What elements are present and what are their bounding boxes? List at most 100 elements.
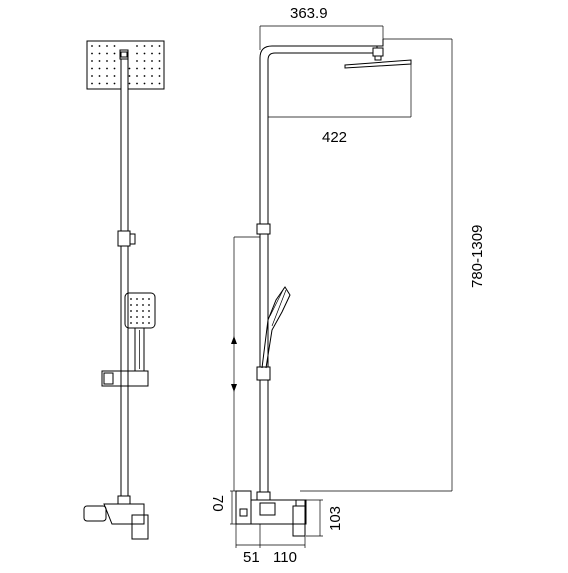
nozzle-dot bbox=[158, 52, 161, 55]
down-arrow bbox=[231, 384, 237, 392]
front-mixer-handle bbox=[131, 514, 149, 540]
side-hand-shower bbox=[261, 286, 291, 369]
nozzle-dot bbox=[106, 60, 108, 62]
front-adjuster-knob bbox=[129, 233, 136, 245]
front-view bbox=[83, 40, 165, 540]
nozzle-dot bbox=[128, 67, 131, 70]
side-overhead-shower-head bbox=[344, 59, 412, 69]
nozzle-dot bbox=[136, 298, 138, 300]
nozzle-dot bbox=[106, 67, 108, 70]
nozzle-dot bbox=[136, 45, 138, 47]
nozzle-dot bbox=[113, 75, 116, 77]
dim-spout-length: 110 bbox=[273, 549, 297, 566]
nozzle-dot bbox=[98, 67, 101, 70]
nozzle-dot bbox=[98, 52, 101, 55]
nozzle-dot bbox=[142, 316, 144, 318]
up-arrow bbox=[231, 336, 237, 344]
nozzle-dot bbox=[151, 45, 153, 47]
nozzle-dot bbox=[98, 45, 101, 47]
side-view bbox=[235, 39, 412, 537]
nozzle-dot bbox=[158, 82, 161, 85]
nozzle-dot bbox=[151, 67, 153, 70]
nozzle-dot bbox=[143, 75, 146, 77]
nozzle-dot bbox=[128, 82, 131, 85]
dim-valve-offset: 70 bbox=[209, 495, 226, 512]
nozzle-dot bbox=[91, 82, 93, 85]
nozzle-dot bbox=[113, 45, 116, 47]
nozzle-dot bbox=[158, 67, 161, 70]
dimension-labels: 363.9 422 780-1309 70 103 51 110 bbox=[209, 5, 486, 566]
nozzle-dot bbox=[98, 60, 101, 62]
nozzle-dot bbox=[128, 75, 131, 77]
side-upper-riser-lower bbox=[259, 233, 269, 368]
nozzle-dot bbox=[136, 304, 138, 306]
nozzle-dot bbox=[151, 82, 153, 85]
nozzle-dot bbox=[130, 298, 132, 300]
front-valve-top-connector bbox=[117, 495, 131, 505]
nozzle-dot bbox=[106, 45, 108, 47]
nozzle-dot bbox=[91, 67, 93, 70]
nozzle-dot bbox=[136, 60, 138, 62]
nozzle-dot bbox=[136, 310, 138, 312]
side-mixer-spout bbox=[259, 502, 276, 516]
front-head-connector-inner bbox=[120, 51, 128, 58]
nozzle-dot bbox=[151, 52, 153, 55]
nozzle-dot bbox=[136, 52, 138, 55]
nozzle-dot bbox=[148, 304, 150, 306]
dim-left-offset: 51 bbox=[243, 549, 260, 566]
front-hand-shower-head bbox=[124, 292, 156, 329]
nozzle-dot bbox=[143, 52, 146, 55]
dim-valve-depth: 103 bbox=[327, 506, 344, 531]
side-height-adjuster bbox=[256, 223, 271, 235]
nozzle-dot bbox=[143, 60, 146, 62]
side-lower-riser bbox=[259, 379, 269, 493]
nozzle-dot bbox=[130, 322, 132, 324]
nozzle-dot bbox=[98, 82, 101, 85]
front-upper-riser bbox=[120, 58, 129, 232]
nozzle-dot bbox=[106, 52, 108, 55]
nozzle-dot bbox=[158, 60, 161, 62]
side-head-connector bbox=[372, 47, 384, 57]
nozzle-dot bbox=[130, 310, 132, 312]
nozzle-dot bbox=[151, 75, 153, 77]
nozzle-dot bbox=[142, 322, 144, 324]
nozzle-dot bbox=[113, 60, 116, 62]
nozzle-dot bbox=[142, 304, 144, 306]
side-shower-arm bbox=[259, 39, 384, 224]
front-hand-shower-nozzles bbox=[130, 298, 150, 324]
nozzle-dot bbox=[106, 82, 108, 85]
nozzle-dot bbox=[158, 45, 161, 47]
nozzle-dot bbox=[106, 75, 108, 77]
front-shower-head-nozzles bbox=[91, 45, 161, 85]
side-wall-flange bbox=[235, 490, 252, 525]
front-bar-mixer-body bbox=[103, 503, 145, 525]
nozzle-dot bbox=[148, 322, 150, 324]
nozzle-dot bbox=[91, 60, 93, 62]
front-height-adjuster bbox=[117, 230, 131, 247]
nozzle-dot bbox=[143, 45, 146, 47]
dim-height-range: 780-1309 bbox=[469, 225, 486, 288]
nozzle-dot bbox=[98, 75, 101, 77]
nozzle-dot bbox=[113, 82, 116, 85]
dim-top-arm-width: 363.9 bbox=[290, 5, 328, 22]
nozzle-dot bbox=[143, 82, 146, 85]
nozzle-dot bbox=[136, 82, 138, 85]
nozzle-dot bbox=[151, 60, 153, 62]
nozzle-dot bbox=[148, 298, 150, 300]
side-mixer-body bbox=[250, 499, 307, 525]
dim-shower-head-width: 422 bbox=[322, 129, 347, 146]
nozzle-dot bbox=[136, 316, 138, 318]
front-holder-clip bbox=[103, 372, 114, 385]
nozzle-dot bbox=[142, 310, 144, 312]
dimension-lines bbox=[230, 25, 453, 548]
nozzle-dot bbox=[113, 67, 116, 70]
nozzle-dot bbox=[136, 75, 138, 77]
nozzle-dot bbox=[148, 316, 150, 318]
nozzle-dot bbox=[148, 310, 150, 312]
side-mixer-handle bbox=[292, 505, 306, 537]
nozzle-dot bbox=[130, 304, 132, 306]
nozzle-dot bbox=[136, 67, 138, 70]
side-valve-connector bbox=[256, 491, 271, 501]
nozzle-dot bbox=[91, 45, 93, 47]
